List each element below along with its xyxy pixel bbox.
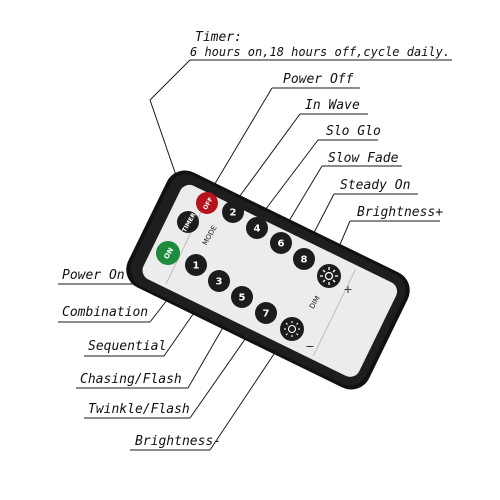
timer-description: 6 hours on,18 hours off,cycle daily. (190, 45, 451, 59)
dim-sun-icon (284, 321, 300, 337)
label-power-off: Power Off (283, 72, 354, 87)
remote-keys (156, 192, 341, 341)
key-4-label: 4 (254, 224, 261, 235)
key-7[interactable] (255, 302, 277, 324)
label-twinkle-flash: Twinkle/Flash (88, 402, 190, 417)
key-1[interactable] (185, 254, 207, 276)
label-combination: Combination (62, 305, 149, 320)
on-button[interactable] (156, 241, 180, 265)
minus-sign: − (305, 340, 314, 353)
key-6-label: 6 (278, 239, 285, 250)
timer-title: Timer: (195, 30, 242, 45)
power-off-leader (209, 87, 273, 193)
key-8[interactable] (293, 248, 315, 270)
key-1-label: 1 (193, 261, 200, 272)
label-power-on: Power On (62, 268, 125, 283)
label-slo-glo: Slo Glo (326, 124, 381, 139)
label-steady-on: Steady On (340, 178, 411, 193)
timer-button[interactable] (177, 211, 199, 233)
label-in-wave: In Wave (305, 98, 360, 113)
key-3[interactable] (208, 270, 230, 292)
face-divider-right (313, 269, 357, 356)
brightness-down-button[interactable] (280, 317, 304, 341)
key-5[interactable] (231, 286, 253, 308)
key-6[interactable] (270, 232, 292, 254)
label-brightness-up: Brightness+ (357, 205, 444, 220)
off-button[interactable] (196, 192, 218, 214)
key-8-label: 8 (301, 255, 308, 266)
key-3-label: 3 (216, 277, 223, 288)
label-chasing-flash: Chasing/Flash (80, 372, 182, 387)
key-5-label: 5 (239, 293, 246, 304)
in-wave-leader (233, 113, 301, 205)
sun-icon (320, 267, 338, 285)
key-7-label: 7 (263, 309, 270, 320)
key-4[interactable] (246, 217, 268, 239)
key-2[interactable] (222, 201, 244, 223)
label-sequential: Sequential (88, 339, 167, 354)
label-brightness-down: Brightness- (135, 434, 222, 449)
remote-face (142, 184, 398, 377)
key-2-label: 2 (230, 208, 237, 219)
plus-sign: + (343, 283, 352, 296)
timer-leader-a (149, 59, 191, 101)
label-slow-fade: Slow Fade (328, 151, 399, 166)
